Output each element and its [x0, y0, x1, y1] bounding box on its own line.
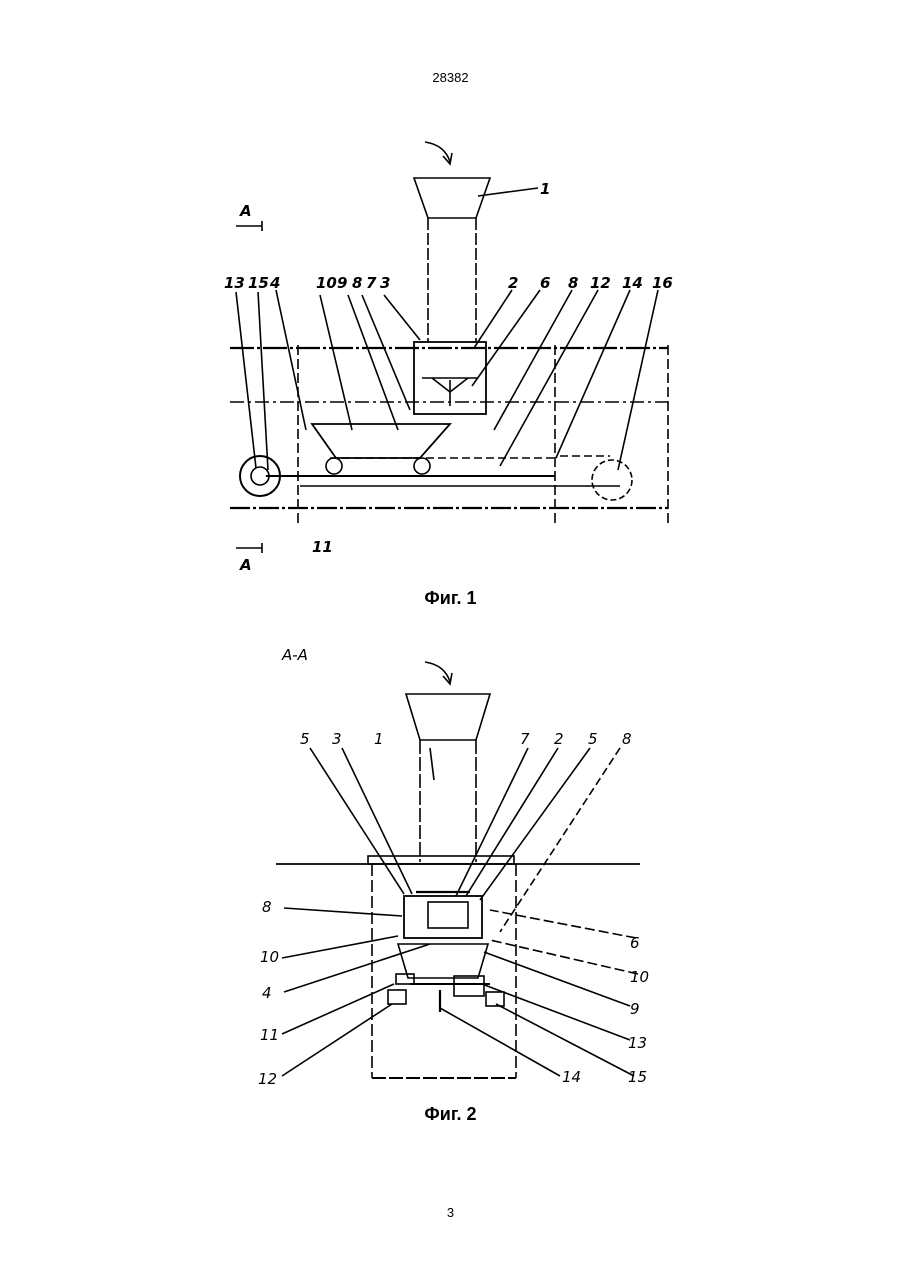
fig1-label-8b: 8 [568, 274, 578, 292]
fig1-label-14: 14 [622, 274, 643, 292]
fig1-label-9: 9 [337, 274, 347, 292]
figure-2-caption: Фиг. 2 [0, 1104, 901, 1125]
fig1-label-7: 7 [366, 274, 377, 292]
fig1-label-3: 3 [380, 274, 390, 292]
fig1-label-10: 10 [316, 274, 337, 292]
fig1-label-15: 15 [248, 274, 269, 292]
fig1-label-4: 4 [269, 274, 280, 292]
fig1-label-1: 1 [540, 180, 550, 198]
section-marker-top: A [239, 202, 252, 220]
fig1-label-2: 2 [508, 274, 518, 292]
figure-1-caption: Фиг. 1 [0, 588, 901, 609]
section-marker-bottom: A [239, 556, 252, 574]
fig1-label-8a: 8 [352, 274, 362, 292]
fig1-label-12: 12 [590, 274, 611, 292]
fig1-label-13: 13 [224, 274, 245, 292]
fig1-label-16: 16 [652, 274, 673, 292]
page-number: 3 [0, 1205, 901, 1220]
fig1-label-11: 11 [312, 538, 333, 556]
fig1-label-6: 6 [540, 274, 550, 292]
